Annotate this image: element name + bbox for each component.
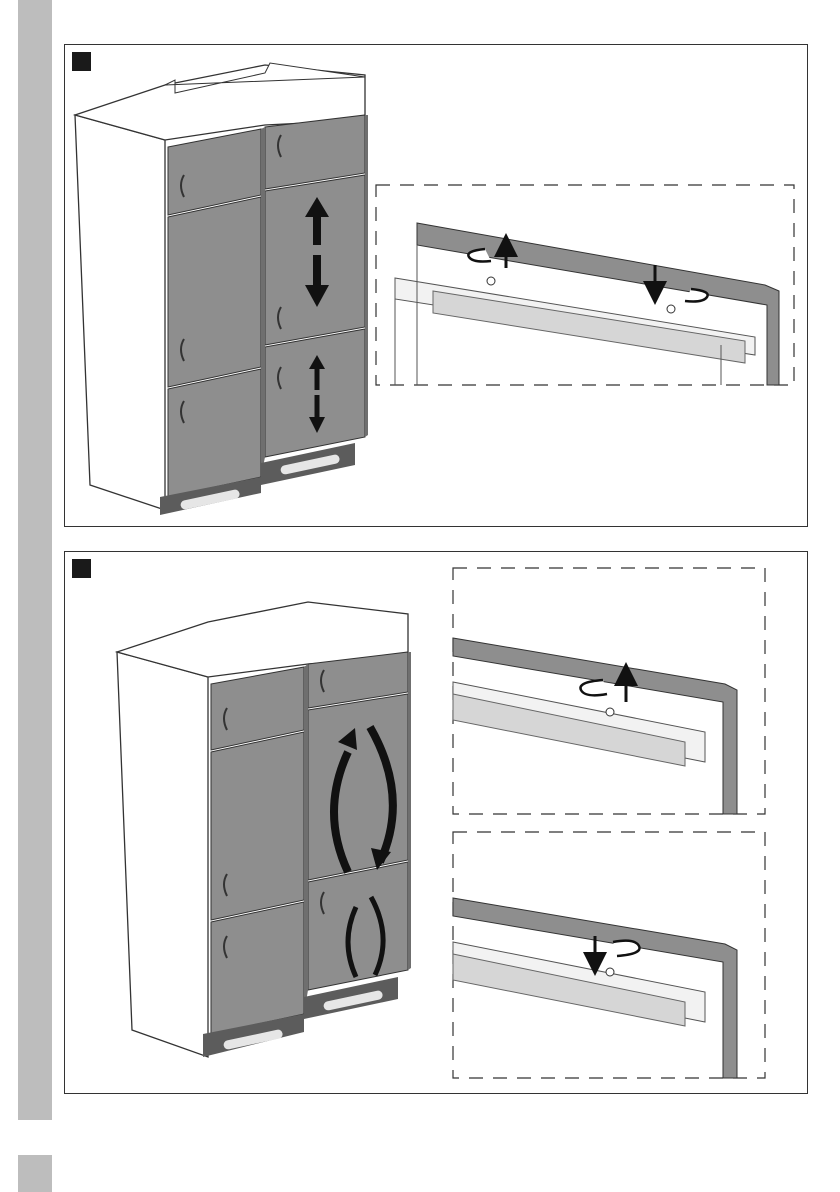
panel-1-illustration bbox=[65, 45, 807, 526]
door-bottom-left-2 bbox=[211, 902, 304, 1034]
hinge-detail-inset bbox=[376, 185, 794, 385]
door-bottom-right-2 bbox=[308, 862, 408, 990]
door-bottom-left bbox=[168, 369, 261, 497]
step-panel-1 bbox=[64, 44, 808, 527]
cabinet-illustration-2 bbox=[117, 602, 411, 1057]
step-panel-2 bbox=[64, 551, 808, 1094]
panel-2-illustration bbox=[65, 552, 807, 1093]
hinge-detail-inset-top bbox=[453, 568, 765, 814]
page-side-bar bbox=[18, 0, 52, 1120]
hinge-detail-inset-bottom bbox=[453, 832, 765, 1078]
door-bottom-right bbox=[265, 329, 365, 457]
page-number-tab bbox=[18, 1155, 52, 1192]
